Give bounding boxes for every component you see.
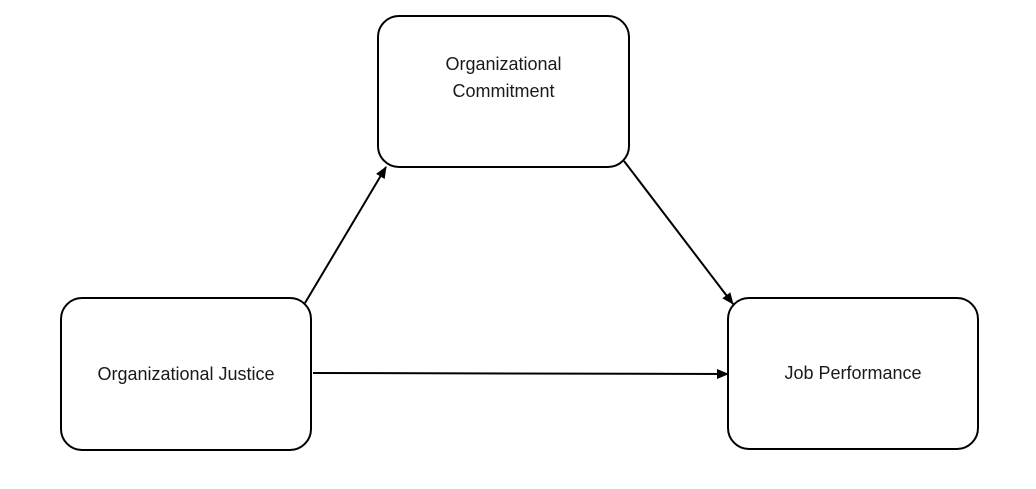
node-job-performance: Job Performance bbox=[727, 297, 979, 450]
node-label: Job Performance bbox=[784, 363, 922, 383]
node-organizational-commitment: Organizational Commitment bbox=[377, 15, 630, 168]
node-label: Organizational Commitment bbox=[445, 53, 562, 101]
node-label: Organizational Justice bbox=[97, 363, 275, 384]
node-organizational-justice: Organizational Justice bbox=[60, 297, 312, 451]
arrow-justice-to-performance bbox=[312, 368, 729, 379]
arrow-commitment-to-performance bbox=[623, 160, 734, 305]
arrow-justice-to-commitment bbox=[304, 166, 387, 304]
